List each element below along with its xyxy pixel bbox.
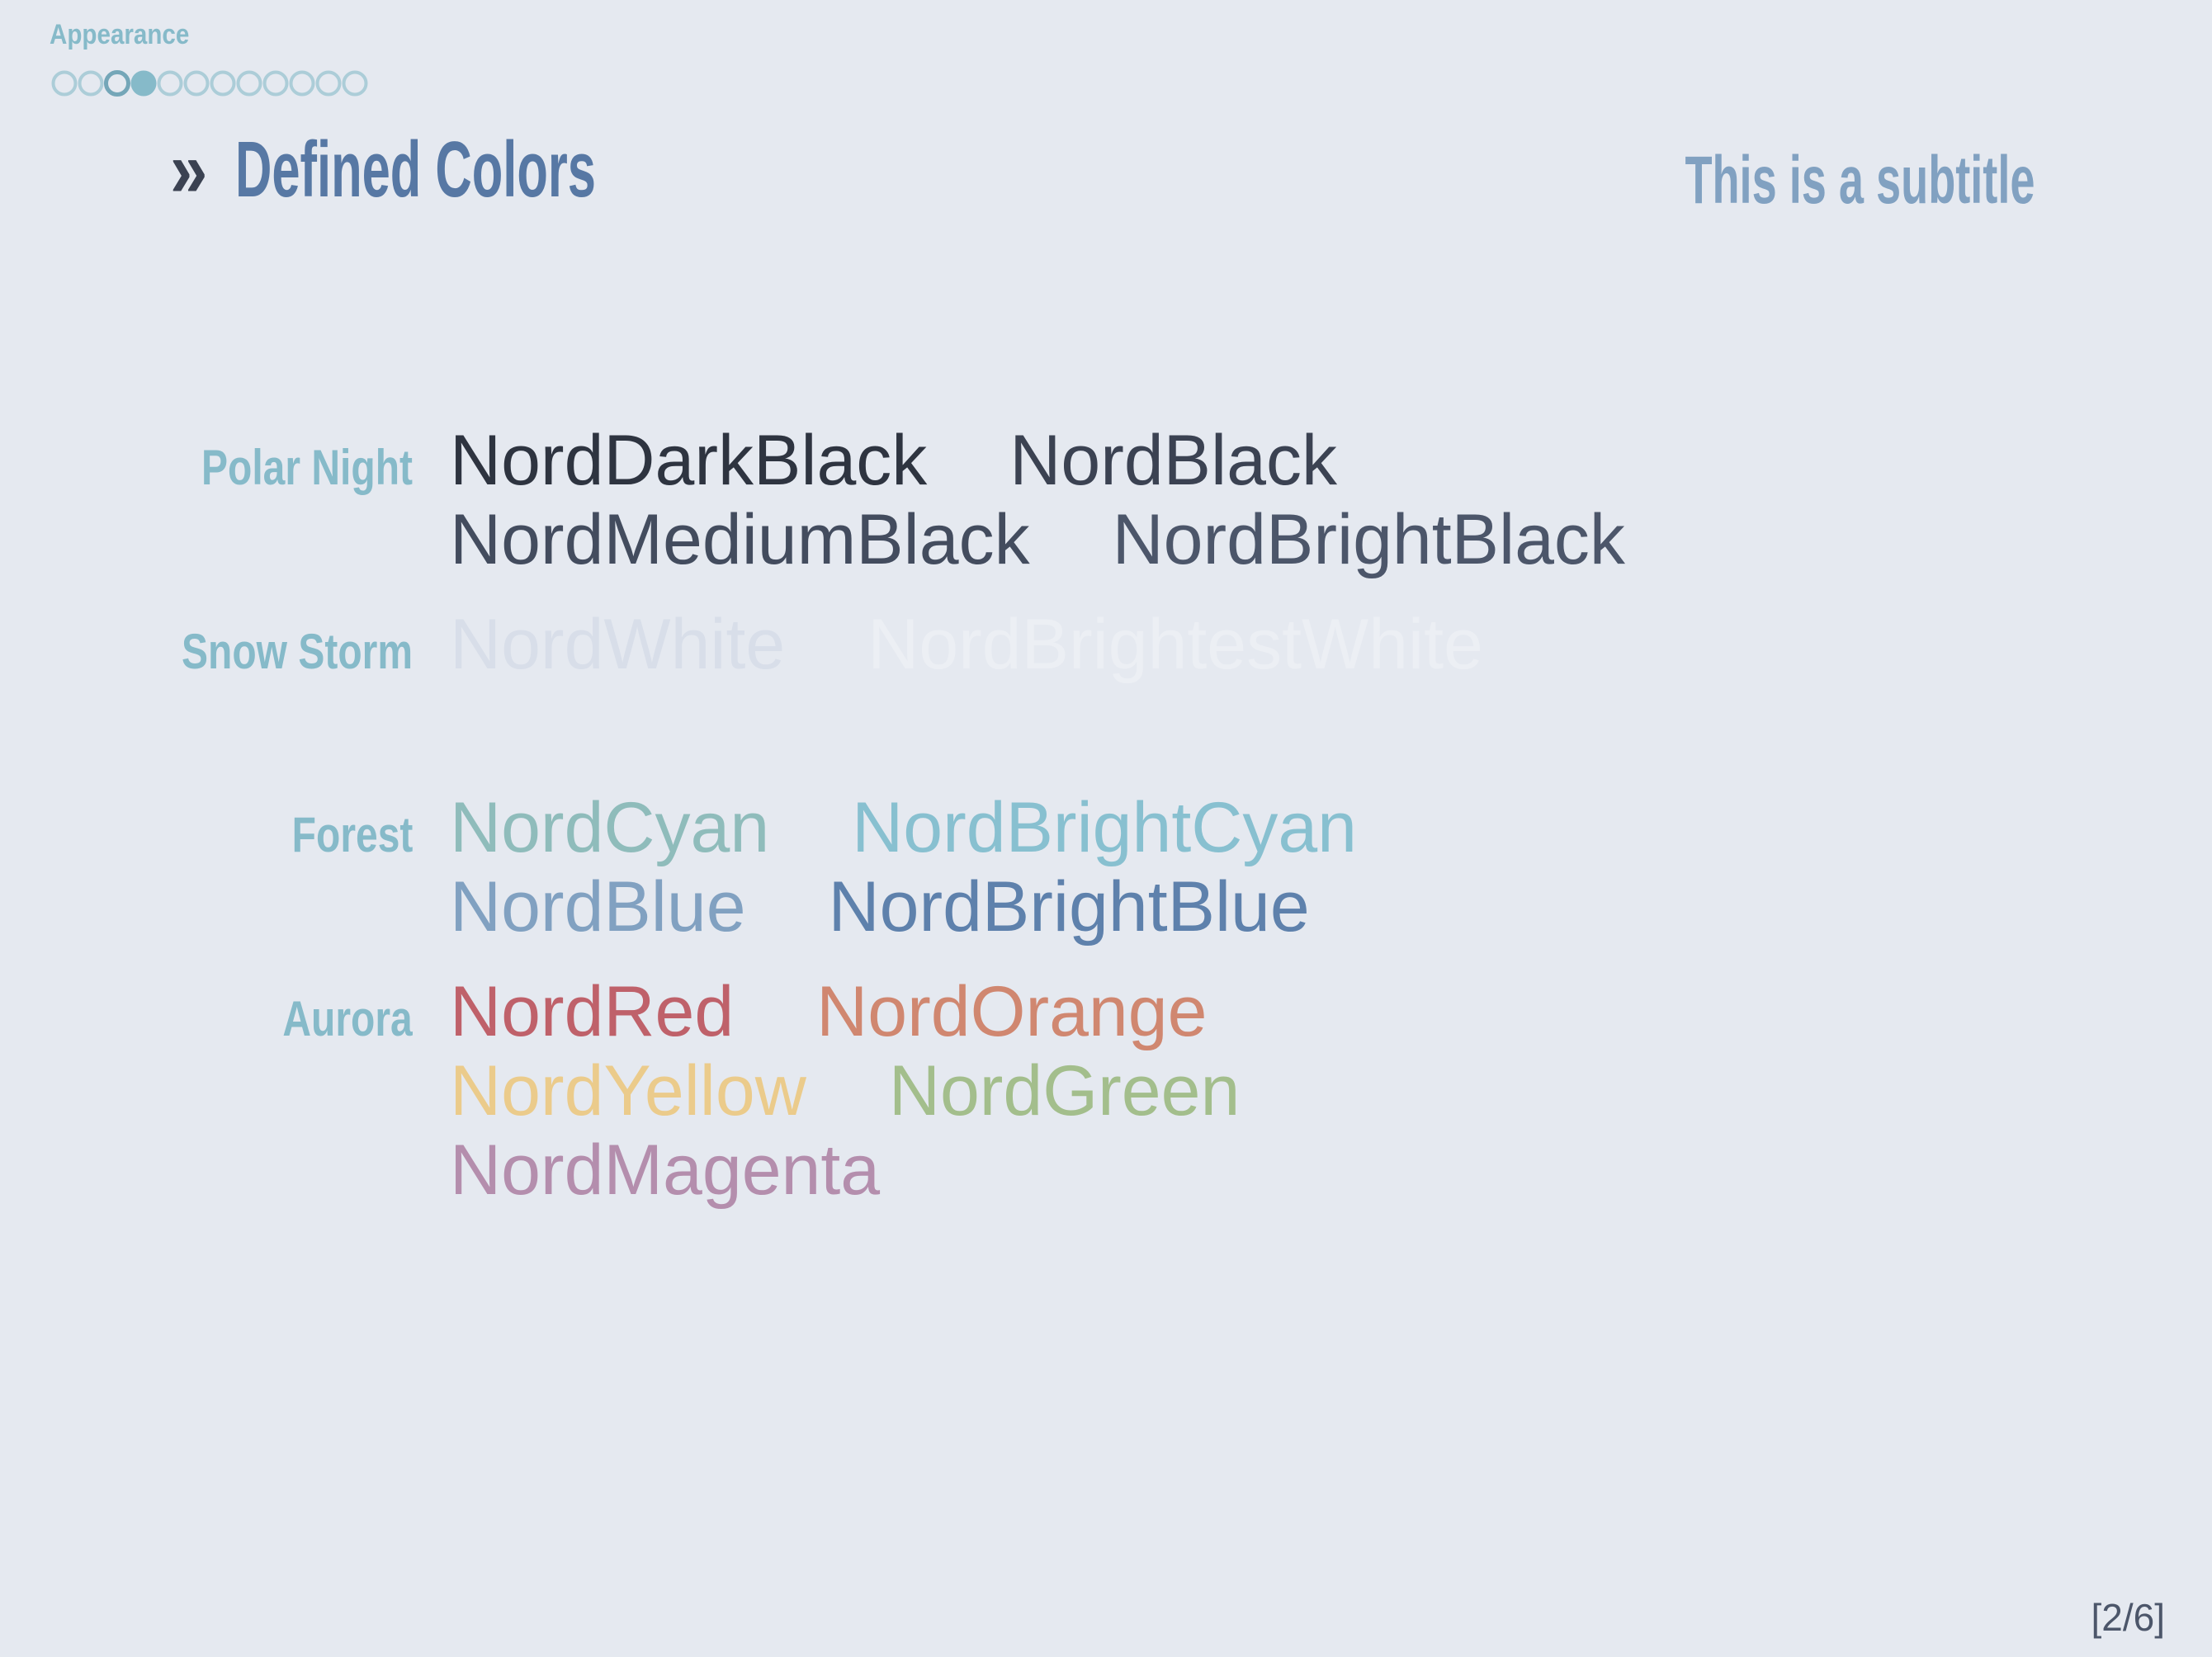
slide-subtitle: This is a subtitle [1684,143,2035,218]
palette-group-label-text: Forest [291,807,413,862]
color-name: NordDarkBlack [450,421,928,500]
palette-line: NordRed NordOrange [450,972,1240,1051]
progress-dot [342,70,368,97]
progress-dot [289,70,315,97]
progress-dot [104,70,130,97]
color-name: NordBrightestWhite [867,605,1483,684]
progress-dot-current [130,70,157,97]
color-name: NordCyan [450,788,770,867]
current-section-name-text: Appearance [50,19,190,50]
color-name: NordRed [450,972,735,1051]
page-indicator: [2/6] [2091,1596,2165,1639]
slide-title: Defined Colors [235,125,597,214]
color-name: NordOrange [816,972,1208,1051]
palette-line: NordWhite NordBrightestWhite [450,605,1483,684]
progress-dot [51,70,78,97]
color-name: NordBrightBlack [1112,500,1625,579]
palette-group-label: Aurora [0,990,413,1047]
color-name: NordBrightCyan [852,788,1357,867]
palette-line: NordMediumBlack NordBrightBlack [450,500,1625,579]
palette-group-lines: NordWhite NordBrightestWhite [413,605,1483,684]
progress-dot [157,70,183,97]
palette-group-label-text: Snow Storm [181,624,413,679]
color-name: NordWhite [450,605,786,684]
progress-dot [262,70,289,97]
current-section-name: Appearance [50,18,210,51]
color-name: NordBrightBlue [828,867,1310,947]
palette-line: NordMagenta [450,1131,1240,1210]
progress-dot [78,70,104,97]
title-marker-icon: » [170,125,208,214]
palette-group-label: Snow Storm [0,623,413,680]
color-name: NordBlack [1009,421,1337,500]
color-name: NordBlue [450,867,746,947]
progress-dot [210,70,236,97]
palette-group-label: Polar Night [0,439,413,496]
palette-group-label-text: Aurora [282,991,413,1046]
color-name: NordMediumBlack [450,500,1030,579]
palette-group: Snow Storm NordWhite NordBrightestWhite [0,605,2212,684]
color-name: NordGreen [888,1051,1241,1131]
frame-progress-dots [51,70,368,97]
palette-group-label-text: Polar Night [201,440,413,495]
progress-dot [315,70,342,97]
progress-dot [183,70,210,97]
palette-line: NordBlue NordBrightBlue [450,867,1357,947]
palette-line: NordYellow NordGreen [450,1051,1240,1131]
progress-dot [236,70,262,97]
color-name: NordMagenta [450,1131,881,1210]
palette-line: NordDarkBlack NordBlack [450,421,1625,500]
title-row: » Defined Colors This is a subtitle [170,120,2035,224]
palette-group-label: Forest [0,806,413,863]
palette-line: NordCyan NordBrightCyan [450,788,1357,867]
color-name: NordYellow [450,1051,806,1131]
